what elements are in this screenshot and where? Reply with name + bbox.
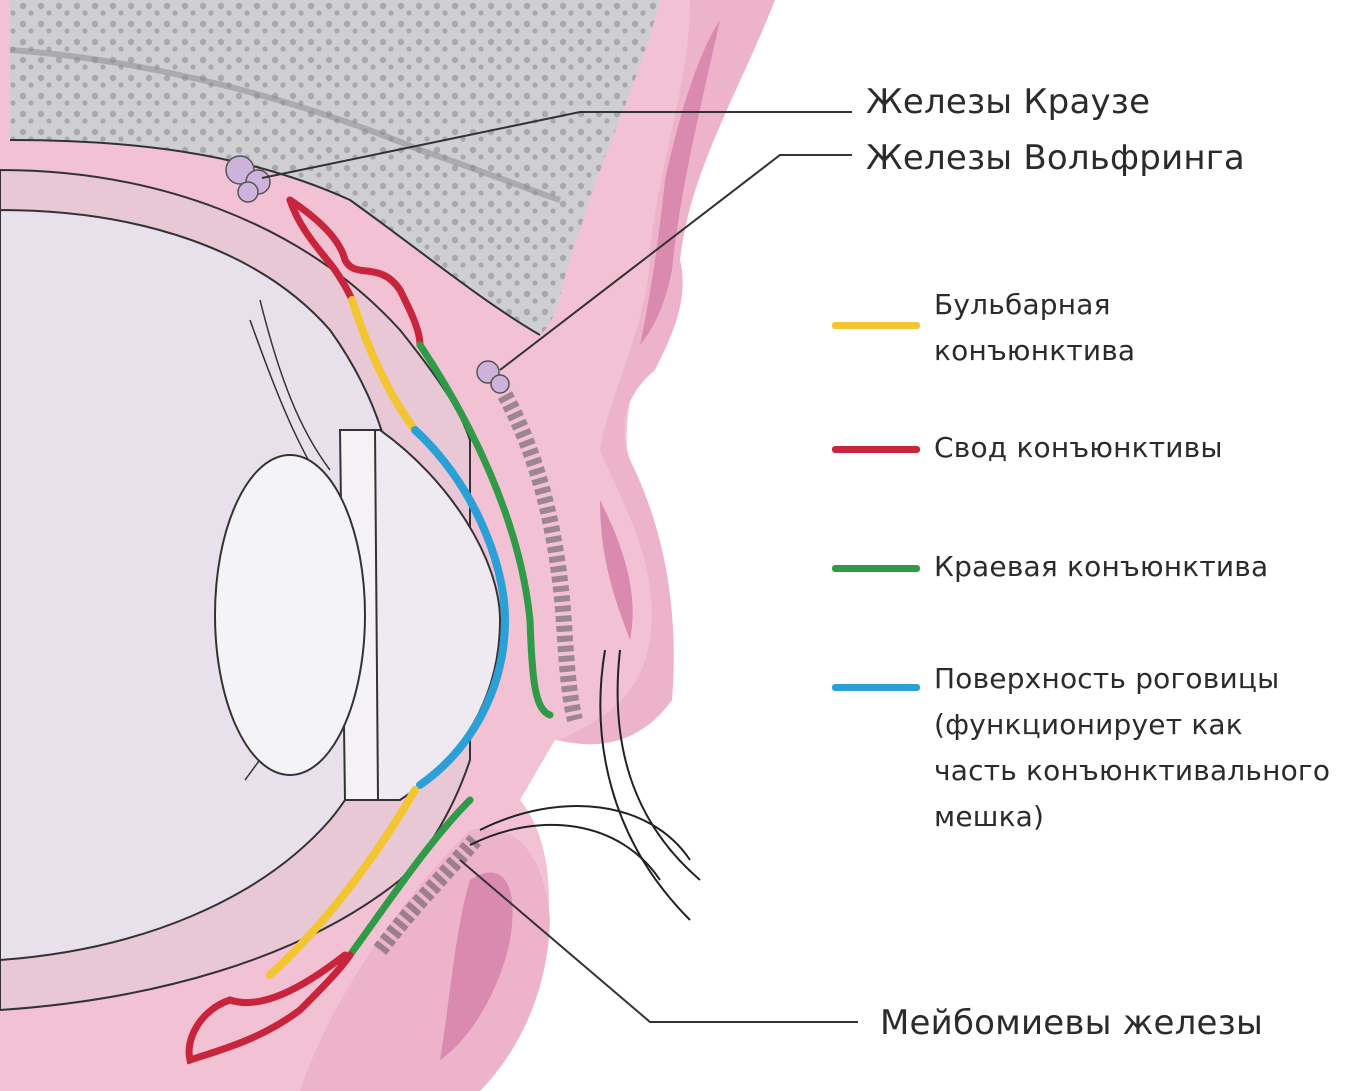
legend-swatch-marginal (832, 565, 920, 572)
legend-bulbar-conjunctiva: Бульбарная конъюнктива (934, 282, 1135, 374)
label-wolfring-glands: Железы Вольфринга (866, 138, 1245, 178)
legend-corneal-surface: Поверхность роговицы (функционирует как … (934, 656, 1330, 840)
legend-swatch-cornea (832, 684, 920, 691)
legend-swatch-bulbar (832, 322, 920, 329)
lens (215, 455, 365, 775)
label-krause-glands: Железы Краузе (866, 82, 1150, 122)
legend-marginal-conjunctiva: Краевая конъюнктива (934, 544, 1268, 590)
legend-swatch-fornix (832, 446, 920, 453)
label-meibomian-glands: Мейбомиевы железы (880, 1003, 1263, 1043)
legend-swatches (832, 322, 920, 691)
legend-fornix-conjunctiva: Свод конъюнктивы (934, 425, 1223, 471)
